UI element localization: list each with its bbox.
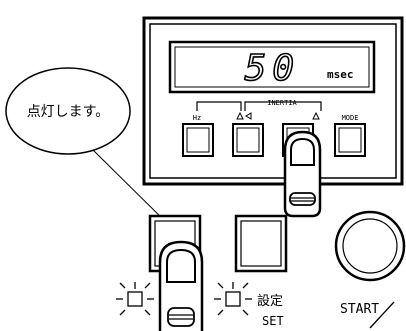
- set-button[interactable]: [234, 214, 288, 273]
- start-diagonal-line: [369, 301, 395, 329]
- upper-control-panel: 50 msec Hz INERTIA MODE: [142, 16, 404, 218]
- hz-button[interactable]: [182, 123, 214, 157]
- finger-pressing-up-button-icon: [283, 130, 322, 218]
- mode-button[interactable]: [334, 123, 366, 157]
- start-label: START: [340, 302, 379, 317]
- panel-inner-frame: [149, 23, 397, 179]
- up-triangle-icon: [312, 111, 320, 120]
- left-triangle-icon: [245, 112, 252, 120]
- display-unit: msec: [327, 68, 354, 81]
- lamp-lit-icon: [214, 282, 252, 316]
- mode-label: MODE: [342, 114, 359, 122]
- up-triangle-icon: [236, 111, 244, 120]
- start-button[interactable]: [334, 210, 406, 282]
- inertia-label: INERTIA: [267, 99, 297, 107]
- down-button[interactable]: [232, 123, 264, 157]
- callout-leader-line: [92, 149, 171, 227]
- lamp-lit-icon: [116, 282, 154, 316]
- speech-bubble: 点灯します。: [5, 67, 131, 155]
- lcd-display: 50 msec: [168, 40, 376, 94]
- hz-label: Hz: [193, 114, 201, 122]
- finger-pressing-lit-button-icon: [158, 240, 204, 331]
- display-value: 50: [245, 48, 300, 89]
- button-group-brackets: [196, 101, 322, 111]
- callout-text: 点灯します。: [27, 104, 110, 120]
- settei-label: 設定: [257, 293, 283, 309]
- set-label: SET: [262, 314, 284, 328]
